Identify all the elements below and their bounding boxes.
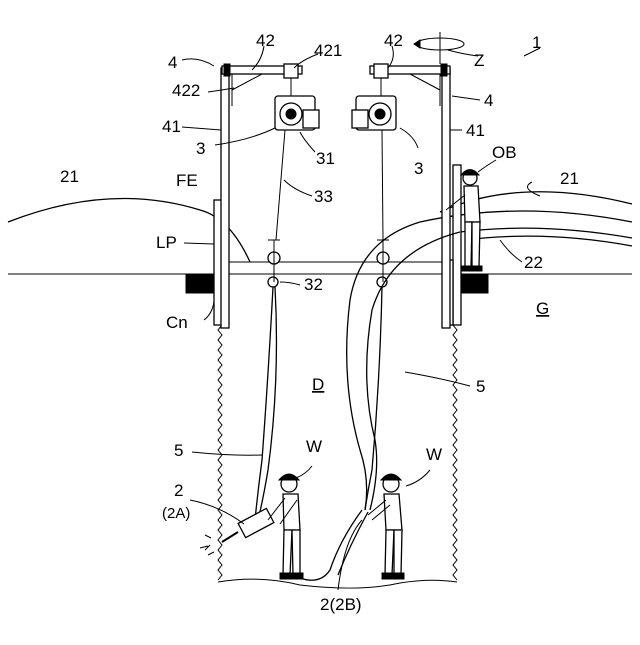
- label-arm-right: 42: [384, 31, 403, 50]
- post-left: [221, 68, 229, 328]
- label-hose-top-left: 21: [60, 167, 79, 186]
- label-ground: G: [536, 299, 549, 318]
- cable-left-a: [255, 287, 273, 520]
- post-right: [442, 68, 450, 328]
- label-cable-right: 5: [476, 377, 485, 396]
- label-tool-right: 2(2B): [320, 595, 362, 614]
- label-arm-part-a: 421: [314, 41, 342, 60]
- wire-right: [382, 130, 383, 240]
- worker-right: [368, 474, 404, 579]
- hook-left-lower: [268, 277, 278, 287]
- label-post-left: 41: [162, 117, 181, 136]
- label-shaft: D: [312, 375, 324, 394]
- arm-right-diag: [410, 74, 440, 90]
- label-tool-left: 2: [174, 481, 183, 500]
- hoist-right-hub: [375, 109, 385, 119]
- label-hoist-right: 3: [414, 159, 423, 178]
- label-concrete: Cn: [166, 313, 188, 332]
- arm-left-diag: [232, 74, 262, 90]
- rotation-arrowhead: [414, 40, 420, 48]
- label-observer: OB: [492, 143, 517, 162]
- label-arm-left: 42: [256, 31, 275, 50]
- label-hose-second: 22: [524, 253, 543, 272]
- liner-plate-right: [453, 165, 461, 325]
- worker-left: [268, 474, 303, 579]
- tool-right-hose: [300, 510, 362, 580]
- label-hoist-part: 31: [316, 149, 335, 168]
- label-axis: Z: [474, 51, 484, 70]
- label-hoist-left: 3: [196, 139, 205, 158]
- arm-left-joint: [224, 64, 230, 76]
- label-frame-right: 4: [484, 91, 493, 110]
- label-post-right: 41: [466, 121, 485, 140]
- cable-left-b: [258, 287, 276, 520]
- label-hose-top-right: 21: [560, 169, 579, 188]
- hoist-left-motor: [303, 110, 319, 128]
- label-arm-part-b: 422: [172, 81, 200, 100]
- shaft-wall-left: [218, 295, 222, 580]
- hoist-left-hub: [286, 109, 296, 119]
- label-wire: 33: [314, 187, 333, 206]
- label-hook: 32: [304, 275, 323, 294]
- label-liner-plate: LP: [156, 233, 177, 252]
- label-tool-left-sub: (2A): [162, 505, 190, 522]
- debris-marks: [200, 535, 214, 555]
- shaft-bottom: [218, 579, 457, 588]
- label-worker-right: W: [426, 445, 442, 464]
- tool-left-bit: [222, 532, 238, 542]
- hose-22-b: [465, 236, 632, 246]
- observer: [446, 170, 482, 272]
- arm-right-trolley: [374, 64, 388, 78]
- hoist-right-motor: [352, 110, 368, 128]
- shaft-wall-right: [453, 295, 457, 580]
- arm-right-joint: [441, 64, 447, 76]
- label-fence: FE: [176, 171, 198, 190]
- wire-left: [276, 130, 285, 240]
- label-cable-left: 5: [174, 441, 183, 460]
- label-worker-left: W: [306, 437, 322, 456]
- label-fig-ref: 1: [532, 33, 541, 52]
- label-frame-left: 4: [168, 53, 177, 72]
- hose-21-right-b: [420, 211, 632, 222]
